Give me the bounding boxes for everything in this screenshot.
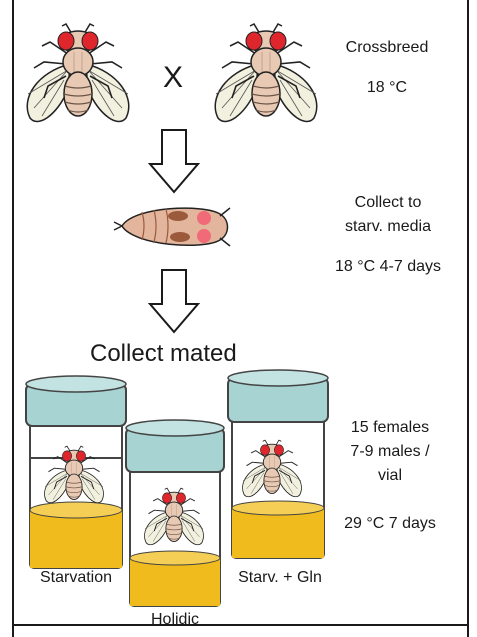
collect-mated-title: Collect mated xyxy=(90,340,237,368)
collect-label-line1: Collect to xyxy=(322,193,454,213)
setup-condition: 29 °C 7 days xyxy=(326,514,454,534)
parent-fly-male xyxy=(215,24,317,122)
parent-fly-female xyxy=(27,24,129,122)
crossbreed-temperature: 18 °C xyxy=(332,78,442,98)
vial-label-holidic: Holidic xyxy=(120,610,230,630)
setup-males: 7-9 males / xyxy=(332,442,448,462)
arrow-down-icon xyxy=(150,270,198,332)
vial-label-starvation: Starvation xyxy=(20,568,132,588)
vial-starvation xyxy=(26,376,126,568)
collect-condition: 18 °C 4-7 days xyxy=(312,257,464,277)
vial-holidic xyxy=(126,420,224,606)
arrow-down-icon xyxy=(150,130,198,192)
vial-label-starvation-gln: Starv. + Gln xyxy=(220,568,340,588)
pupa-illustration xyxy=(114,208,230,246)
setup-females: 15 females xyxy=(332,418,448,438)
cross-symbol: X xyxy=(158,62,188,94)
crossbreed-label: Crossbreed xyxy=(332,38,442,58)
collect-label-line2: starv. media xyxy=(322,217,454,237)
vial-starvation-gln xyxy=(228,370,328,558)
setup-vial: vial xyxy=(332,466,448,486)
